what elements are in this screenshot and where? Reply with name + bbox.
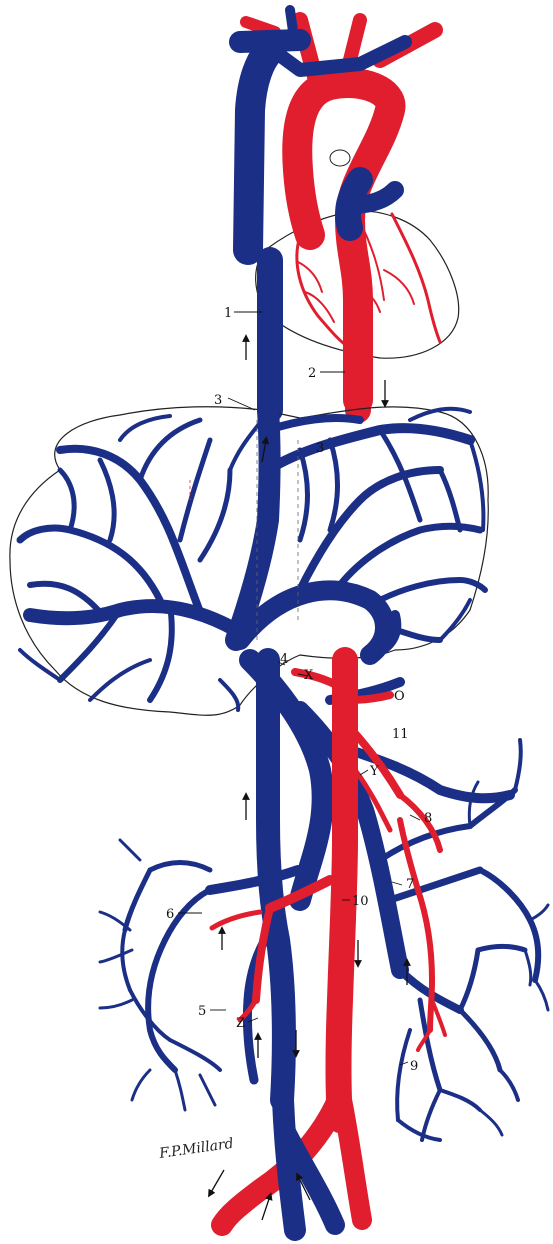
label-z: Z <box>236 1016 245 1031</box>
label-o: O <box>394 689 405 704</box>
label-11: 11 <box>392 727 409 742</box>
label-3b: 3 <box>316 441 324 456</box>
label-x: X <box>304 668 314 683</box>
signature: F.P.Millard <box>157 1136 234 1162</box>
label-8: 8 <box>424 811 432 826</box>
label-y: Y <box>369 764 379 779</box>
label-6: 6 <box>166 907 174 922</box>
label-3a: 3 <box>214 393 222 408</box>
label-5: 5 <box>198 1004 206 1019</box>
label-7: 7 <box>406 877 414 892</box>
label-10: 10 <box>352 894 369 909</box>
label-2: 2 <box>308 366 316 381</box>
label-9: 9 <box>410 1059 418 1074</box>
label-1: 1 <box>224 306 232 321</box>
label-4: 4 <box>280 652 288 667</box>
flow-arrows <box>210 338 407 1220</box>
